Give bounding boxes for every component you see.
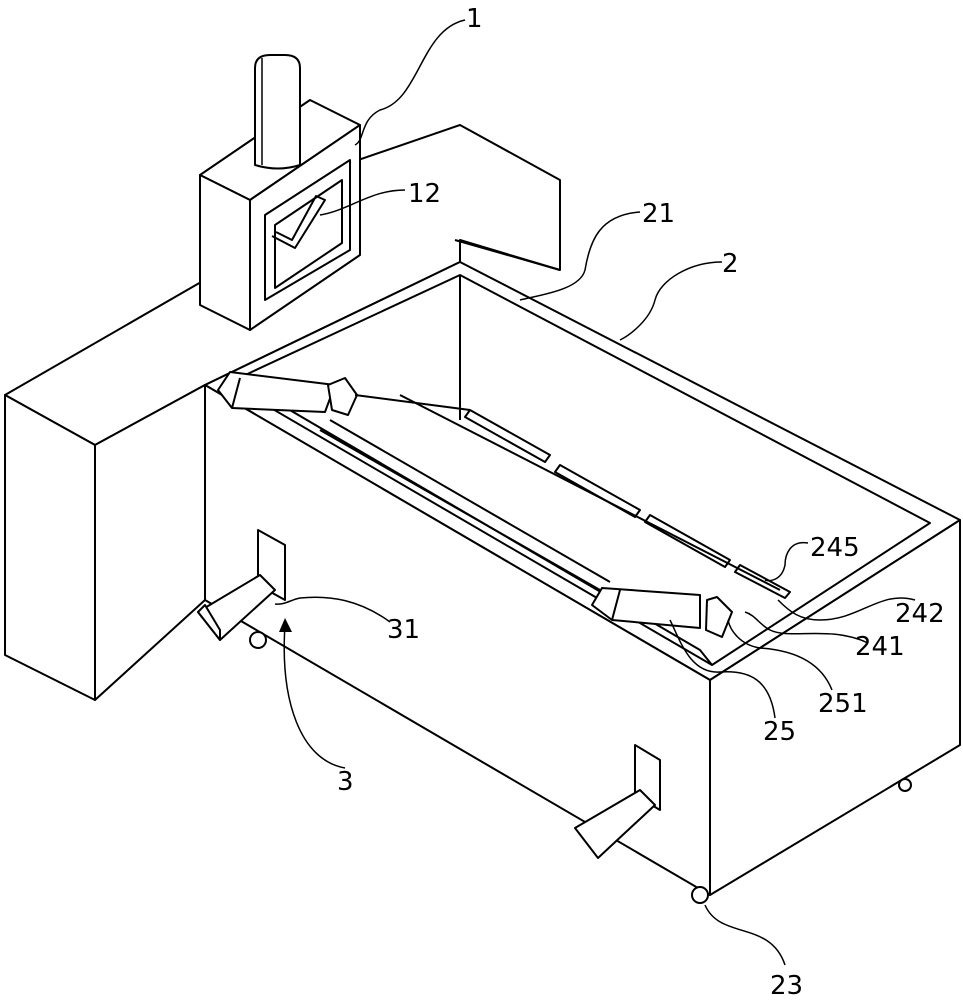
label-2: 2 [722, 249, 739, 279]
label-241: 241 [855, 632, 905, 662]
label-31: 31 [387, 615, 420, 645]
label-245: 245 [810, 533, 860, 563]
label-251: 251 [818, 689, 868, 719]
label-23: 23 [770, 971, 803, 1000]
label-21: 21 [642, 199, 675, 229]
label-242: 242 [895, 599, 945, 629]
label-3: 3 [337, 767, 354, 797]
label-1: 1 [466, 4, 483, 34]
label-12: 12 [408, 179, 441, 209]
label-25: 25 [763, 717, 796, 747]
tank [205, 262, 960, 895]
